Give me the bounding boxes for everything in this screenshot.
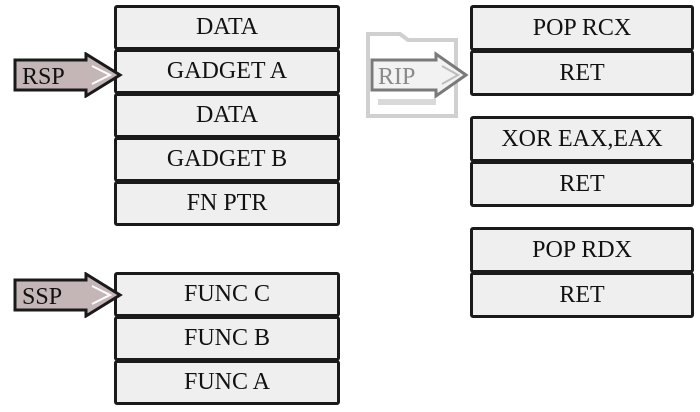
rsp-pointer-arrow: RSP	[13, 52, 123, 98]
gadget-instruction: RET	[470, 50, 694, 96]
stack-cell: FN PTR	[114, 181, 340, 226]
gadget-instruction: RET	[470, 272, 694, 318]
shadow-stack-cell: FUNC C	[114, 272, 340, 317]
shadow-stack-cell: FUNC A	[114, 360, 340, 405]
stack-cell: GADGET B	[114, 137, 340, 182]
ssp-pointer-arrow: SSP	[13, 272, 123, 318]
gadget-instruction: POP RCX	[470, 5, 694, 51]
gadget-group-3: POP RDX RET	[470, 227, 694, 318]
rip-pointer-arrow: RIP	[366, 32, 469, 118]
stack-cell: DATA	[114, 93, 340, 138]
gadget-instruction: XOR EAX,EAX	[470, 116, 694, 162]
gadget-instruction: POP RDX	[470, 227, 694, 273]
shadow-stack: FUNC C FUNC B FUNC A	[114, 272, 340, 405]
ssp-label: SSP	[22, 284, 62, 310]
stack-cell: DATA	[114, 5, 340, 50]
stack: DATA GADGET A DATA GADGET B FN PTR	[114, 5, 340, 226]
stack-cell: GADGET A	[114, 49, 340, 94]
gadget-instruction: RET	[470, 161, 694, 207]
gadget-group-1: POP RCX RET	[470, 5, 694, 96]
rip-label: RIP	[378, 64, 415, 90]
rsp-label: RSP	[22, 64, 65, 90]
gadget-group-2: XOR EAX,EAX RET	[470, 116, 694, 207]
shadow-stack-cell: FUNC B	[114, 316, 340, 361]
